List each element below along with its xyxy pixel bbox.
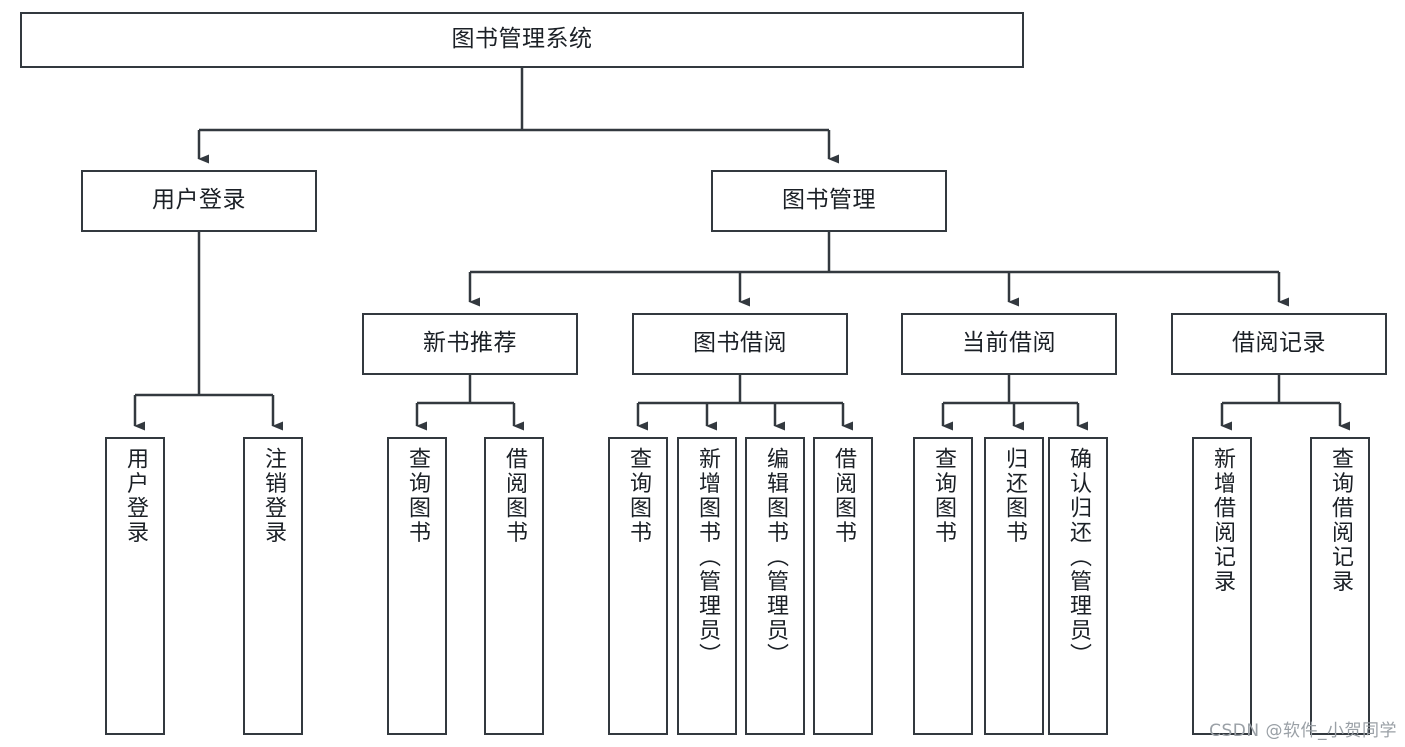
node-label: 当前借阅 xyxy=(962,330,1056,357)
leaf-leaf-query-book-cur[interactable]: 查询图书 xyxy=(913,437,973,735)
leaf-leaf-confirm-return[interactable]: 确认归还（管理员） xyxy=(1048,437,1108,735)
node-label: 图书管理系统 xyxy=(451,26,593,53)
node-label: 用户登录 xyxy=(123,447,148,545)
node-new-book-rec[interactable]: 新书推荐 xyxy=(362,313,578,375)
leaf-leaf-edit-book[interactable]: 编辑图书（管理员） xyxy=(745,437,805,735)
node-label: 查询图书 xyxy=(405,447,430,545)
edge-layer xyxy=(133,68,1350,431)
leaf-leaf-query-record[interactable]: 查询借阅记录 xyxy=(1310,437,1370,735)
node-label: 借阅图书 xyxy=(502,447,527,545)
node-label: 查询图书 xyxy=(626,447,651,545)
node-label: 新书推荐 xyxy=(423,330,517,357)
leaf-leaf-query-book-rec[interactable]: 查询图书 xyxy=(387,437,447,735)
leaf-leaf-user-login[interactable]: 用户登录 xyxy=(105,437,165,735)
node-label: 用户登录 xyxy=(152,187,246,214)
node-label: 注销登录 xyxy=(261,447,286,545)
leaf-leaf-return-book[interactable]: 归还图书 xyxy=(984,437,1044,735)
node-label: 查询借阅记录 xyxy=(1328,447,1353,594)
leaf-leaf-borrow-book-rec[interactable]: 借阅图书 xyxy=(484,437,544,735)
node-current-borrow[interactable]: 当前借阅 xyxy=(901,313,1117,375)
node-borrow-record[interactable]: 借阅记录 xyxy=(1171,313,1387,375)
leaf-leaf-add-record[interactable]: 新增借阅记录 xyxy=(1192,437,1252,735)
leaf-leaf-add-book[interactable]: 新增图书（管理员） xyxy=(677,437,737,735)
node-label: 借阅图书 xyxy=(831,447,856,545)
leaf-leaf-query-book-borrow[interactable]: 查询图书 xyxy=(608,437,668,735)
node-label: 借阅记录 xyxy=(1232,330,1326,357)
node-label: 确认归还（管理员） xyxy=(1066,447,1091,668)
leaf-leaf-logout[interactable]: 注销登录 xyxy=(243,437,303,735)
node-label: 新增借阅记录 xyxy=(1210,447,1235,594)
node-book-borrow[interactable]: 图书借阅 xyxy=(632,313,848,375)
node-label: 图书借阅 xyxy=(693,330,787,357)
node-book-manage[interactable]: 图书管理 xyxy=(711,170,947,232)
node-label: 图书管理 xyxy=(782,187,876,214)
node-label: 查询图书 xyxy=(931,447,956,545)
leaf-leaf-borrow-book[interactable]: 借阅图书 xyxy=(813,437,873,735)
node-user-login[interactable]: 用户登录 xyxy=(81,170,317,232)
node-label: 编辑图书（管理员） xyxy=(763,447,788,668)
node-label: 新增图书（管理员） xyxy=(695,447,720,668)
node-root[interactable]: 图书管理系统 xyxy=(20,12,1024,68)
node-label: 归还图书 xyxy=(1002,447,1027,545)
